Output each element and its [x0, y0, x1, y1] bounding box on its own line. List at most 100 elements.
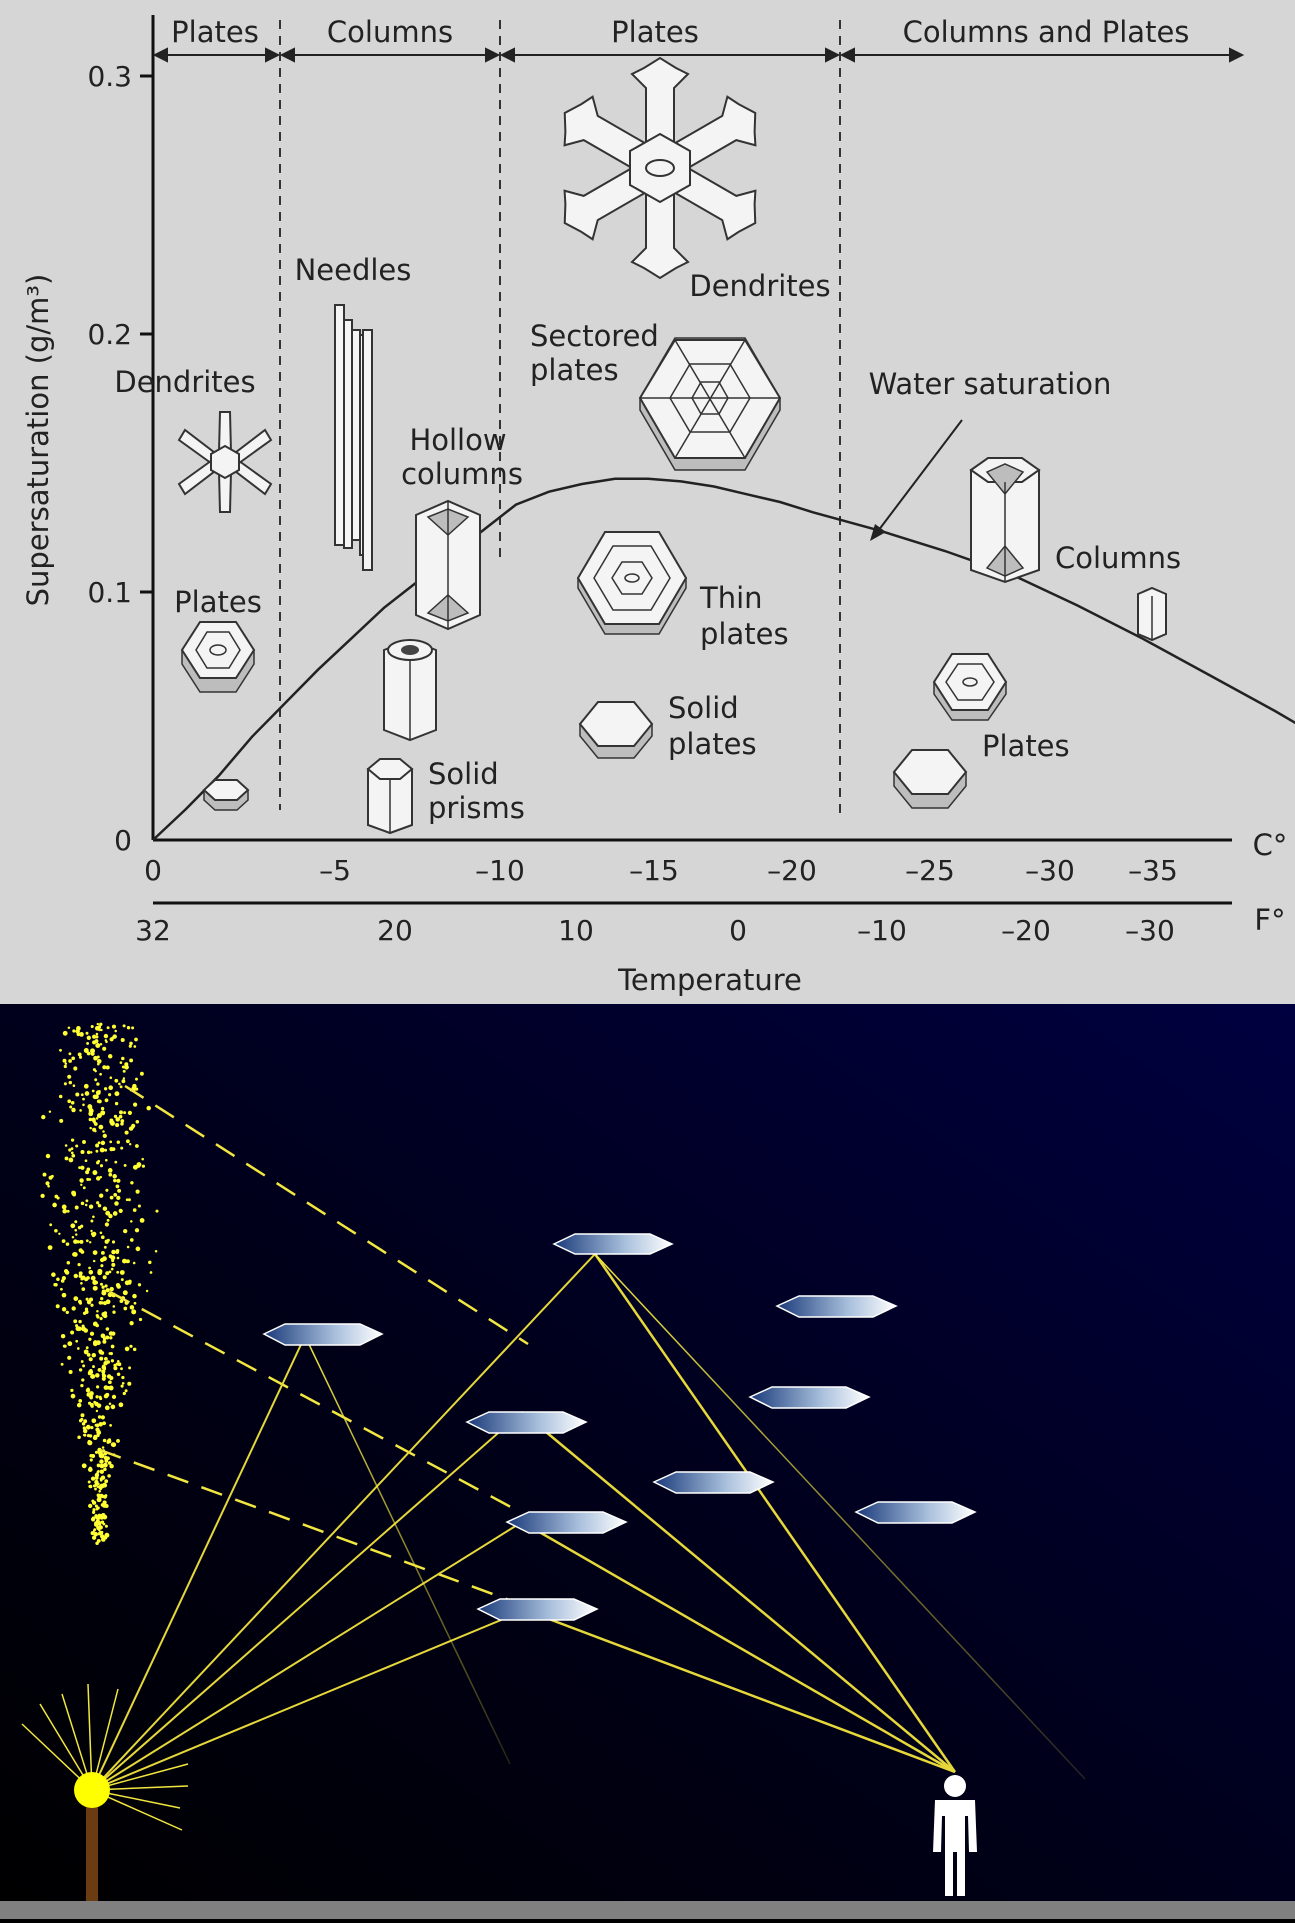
pillar-dot: [126, 1025, 131, 1030]
pillar-dot: [79, 1032, 84, 1037]
pillar-dot: [99, 1463, 105, 1469]
pillar-dot: [127, 1381, 132, 1386]
pillar-dot: [97, 1469, 100, 1473]
pillar-dot: [78, 1055, 83, 1059]
label-solid-plates: Solid: [668, 691, 739, 725]
pillar-dot: [95, 1176, 101, 1181]
pillar-dot: [80, 1413, 85, 1418]
pillar-dot: [79, 1109, 82, 1112]
pillar-dot: [92, 1170, 98, 1176]
pillar-dot: [89, 1458, 93, 1462]
pillar-dot: [99, 1469, 105, 1474]
pillar-dot: [96, 1433, 100, 1438]
pillar-dot: [88, 1434, 93, 1438]
pillar-dot: [68, 1157, 74, 1163]
regime-label-columns: Columns: [327, 15, 453, 49]
pillar-dot: [94, 1078, 98, 1082]
pillar-dot: [68, 1059, 72, 1063]
ice-plate: [505, 1511, 628, 1534]
pillar-dot: [99, 1397, 103, 1401]
pillar-dot: [104, 1524, 108, 1528]
continuation-rays: [304, 1253, 1086, 1780]
label-plates-right: Plates: [982, 729, 1070, 763]
pillar-dot: [132, 1293, 137, 1299]
label-solid-prisms: Solid: [428, 757, 499, 791]
pillar-dot: [116, 1438, 120, 1443]
pillar-dot: [73, 1319, 78, 1324]
pillar-dot: [109, 1140, 113, 1144]
pillar-dot: [128, 1366, 132, 1370]
pillar-dot: [99, 1257, 105, 1263]
fahrenheit-unit-label: F°: [1254, 903, 1285, 937]
pillar-dot: [73, 1273, 79, 1279]
pillar-dot: [115, 1184, 120, 1189]
pillar-dot: [108, 1085, 114, 1091]
pillar-dot: [103, 1462, 108, 1468]
pillar-dot: [99, 1351, 103, 1355]
pillar-dot: [86, 1041, 90, 1045]
pillar-dot: [132, 1208, 137, 1212]
celsius-tick-label: 0: [144, 854, 162, 887]
incident-light-rays: [91, 1253, 596, 1791]
pillar-dot: [121, 1381, 125, 1385]
pillar-dot: [93, 1055, 98, 1061]
pillar-dot: [96, 1022, 100, 1026]
pillar-dot: [100, 1250, 105, 1255]
pillar-dot: [130, 1220, 133, 1223]
pillar-dot: [90, 1517, 96, 1522]
pillar-dot: [62, 1058, 67, 1063]
pillar-dot: [100, 1296, 104, 1301]
label-plates-left: Plates: [174, 585, 262, 619]
pillar-dot: [113, 1366, 118, 1371]
pillar-dot: [68, 1148, 72, 1152]
pillar-dot: [108, 1402, 112, 1406]
pillar-dot: [137, 1283, 142, 1287]
fahrenheit-tick-label: –30: [1125, 914, 1175, 947]
pillar-dot: [123, 1306, 128, 1311]
pillar-dot: [120, 1146, 124, 1150]
pillar-dot: [95, 1043, 101, 1048]
pillar-dot: [40, 1193, 45, 1199]
label-water-saturation: Water saturation: [869, 367, 1112, 401]
pillar-dot: [107, 1054, 113, 1059]
scene-svg: [0, 1004, 1295, 1919]
pillar-dot: [99, 1459, 104, 1464]
celsius-tick-label: –15: [629, 854, 679, 887]
pillar-dot: [70, 1101, 75, 1105]
pillar-dot: [74, 1228, 77, 1232]
pillar-dot: [59, 1118, 64, 1123]
pillar-dot: [96, 1309, 99, 1313]
pillar-dot: [68, 1052, 72, 1056]
pillar-dot: [101, 1290, 107, 1296]
pillar-dot: [95, 1117, 99, 1120]
pillar-dot: [120, 1367, 123, 1371]
pillar-dot: [141, 1157, 144, 1161]
pillar-dot: [64, 1062, 68, 1065]
pillar-dot: [134, 1037, 138, 1042]
pillar-dot: [137, 1204, 141, 1208]
celsius-unit-label: C°: [1253, 828, 1288, 862]
pillar-dot: [103, 1033, 109, 1039]
pillar-dot: [104, 1098, 109, 1103]
pillar-dot: [106, 1218, 110, 1222]
pillar-dot: [105, 1210, 111, 1216]
solid-plate-crystal-right: [892, 749, 968, 809]
pillar-dot: [102, 1206, 108, 1211]
pillar-dot: [77, 1052, 82, 1057]
pillar-dot: [70, 1138, 75, 1142]
pillar-dot: [109, 1286, 114, 1292]
pillar-dot: [67, 1026, 71, 1029]
pillar-dot: [99, 1022, 103, 1026]
pillar-dot: [96, 1385, 100, 1389]
pillar-dot: [119, 1110, 123, 1115]
pillar-dot: [96, 1058, 102, 1064]
pillar-dot: [92, 1068, 96, 1072]
label-thin-plates: Thin: [699, 581, 763, 615]
pillar-dot: [97, 1367, 102, 1372]
pillar-dot: [121, 1065, 125, 1069]
pillar-dot: [107, 1168, 113, 1173]
pillar-dot: [105, 1040, 108, 1044]
pillar-dot: [100, 1140, 106, 1146]
pillar-dot: [92, 1094, 98, 1100]
